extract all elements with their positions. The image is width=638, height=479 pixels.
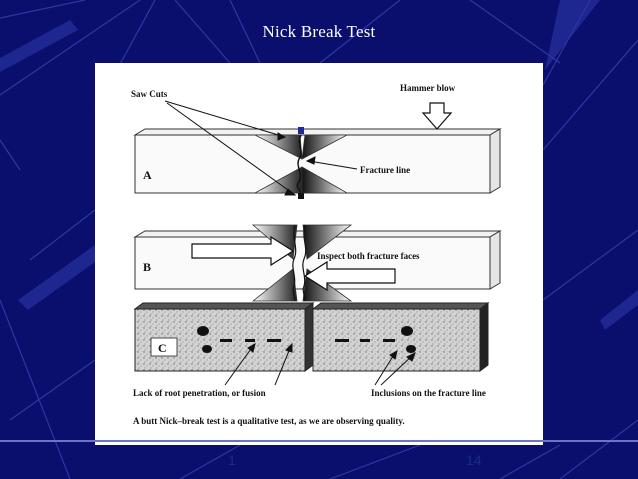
panel-a-label: A — [143, 168, 152, 182]
panel-b-label: B — [143, 260, 151, 274]
specimen-b — [133, 224, 502, 302]
inclusions-arrows — [374, 349, 416, 386]
specimen-c — [133, 302, 490, 372]
inspect-arrow-left — [191, 235, 295, 267]
fracture-line-arrow — [305, 156, 358, 170]
nick-break-diagram: A Saw Cuts Hammer blow Fracture line — [95, 63, 543, 445]
slide-number: 14 — [466, 452, 482, 468]
footer-left-number: 1 — [228, 452, 236, 468]
footer-divider — [0, 440, 638, 442]
hammer-blow-label: Hammer blow — [400, 83, 456, 93]
lack-of-root-arrows — [224, 342, 293, 386]
hammer-blow-arrow — [421, 102, 453, 130]
specimen-a — [133, 127, 502, 199]
saw-cuts-label: Saw Cuts — [131, 89, 168, 99]
inspect-arrow-right — [303, 260, 396, 292]
inclusions-label: Inclusions on the fracture line — [371, 388, 486, 398]
lack-of-root-label: Lack of root penetration, or fusion — [133, 388, 266, 398]
inspect-faces-label: Inspect both fracture faces — [317, 251, 420, 261]
figure-caption: A butt Nick–break test is a qualitative … — [133, 416, 405, 426]
slide-title: Nick Break Test — [262, 22, 376, 41]
fracture-line-label: Fracture line — [360, 165, 410, 175]
saw-cuts-arrows — [164, 100, 297, 196]
panel-c-label: C — [158, 341, 167, 355]
